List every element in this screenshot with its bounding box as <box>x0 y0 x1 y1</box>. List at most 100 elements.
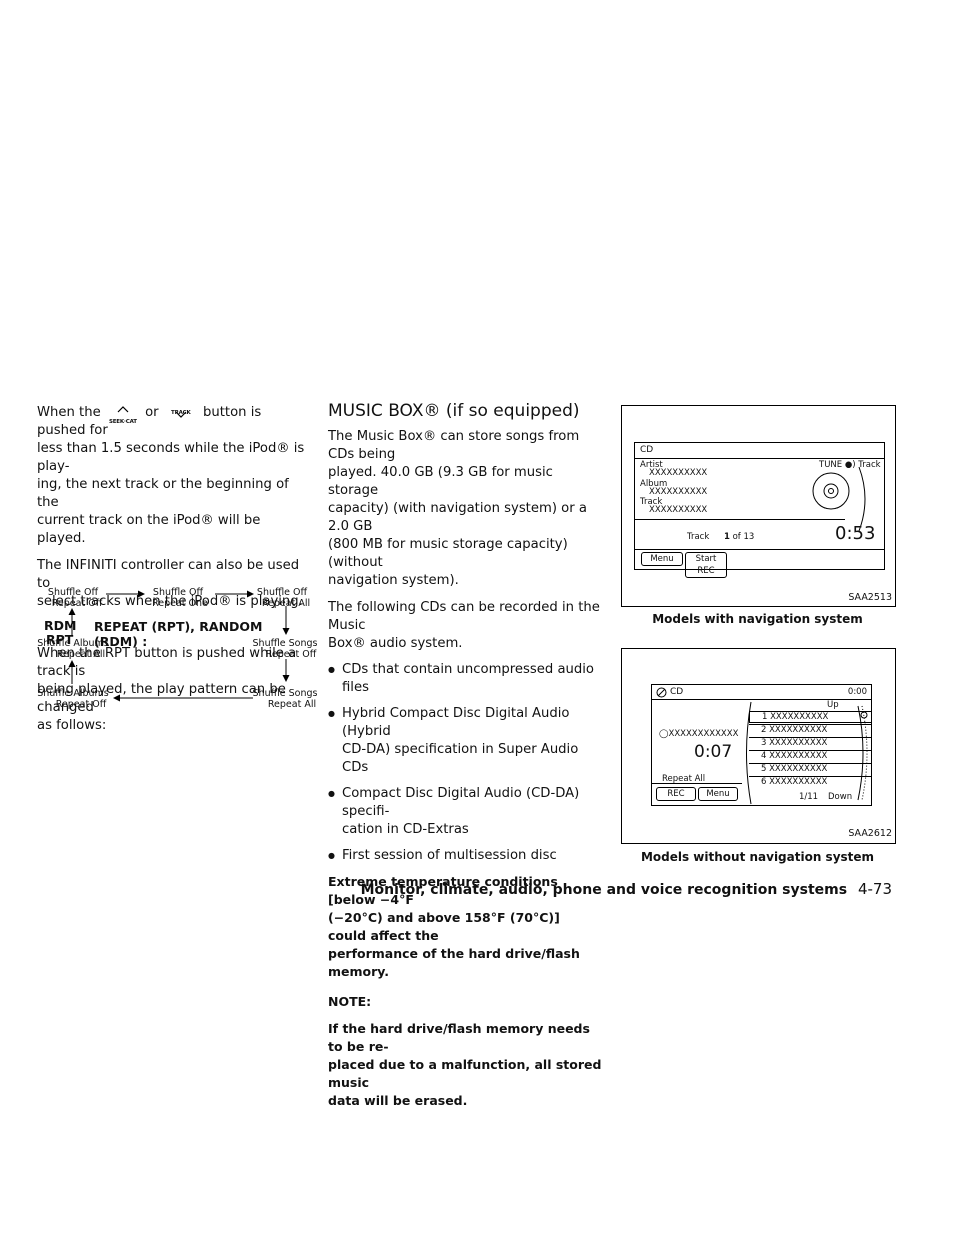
chevron-up-icon <box>117 406 129 413</box>
tune-indicator: TUNE ●) Track <box>819 460 881 470</box>
para-seek-track: When the SEEK·CAT or TRACK button is pus… <box>37 404 308 548</box>
para-text: button is pushed for <box>37 405 262 438</box>
para-controller: The INFINITI controller can also be used… <box>37 557 308 611</box>
list-item[interactable]: 4 XXXXXXXXXX <box>749 750 871 761</box>
divider <box>652 699 871 700</box>
flow-node-line: Shuffle Songs <box>252 688 318 699</box>
list-item-line: Compact Disc Digital Audio (CD-DA) speci… <box>342 786 580 819</box>
track-value: XXXXXXXXXX <box>649 505 708 515</box>
flow-node: Shuffle Albums Repeat Off <box>18 688 128 710</box>
track-list: 1 XXXXXXXXXX 2 XXXXXXXXXX 3 XXXXXXXXXX 4… <box>749 711 871 791</box>
flow-node-line: Repeat All <box>261 598 311 609</box>
para-text: When the <box>37 405 101 420</box>
up-button[interactable]: Up <box>827 700 839 710</box>
list-item-line: CD-DA) specification in Super Audio CDs <box>342 742 579 775</box>
figure-code: SAA2612 <box>848 828 892 839</box>
list-item[interactable]: 2 XXXXXXXXXX <box>749 724 871 735</box>
flow-node-line: Shuffle Songs <box>252 638 318 649</box>
note-line: data will be erased. <box>328 1093 468 1108</box>
flow-node: Shuffle Songs Repeat All <box>230 688 340 710</box>
para-line: ing, the next track or the beginning of … <box>37 477 289 510</box>
col1-text: When the SEEK·CAT or TRACK button is pus… <box>37 404 308 735</box>
list-item: Compact Disc Digital Audio (CD-DA) speci… <box>328 785 602 839</box>
flow-node: Shuffle Off Repeat All <box>227 587 337 609</box>
flow-node: Shuffle Off Repeat Off <box>18 587 128 609</box>
section-heading: MUSIC BOX® (if so equipped) <box>328 401 580 421</box>
warning-text: Extreme temperature conditions [below −4… <box>328 873 602 981</box>
para-line: current track on the iPod® will be playe… <box>37 513 261 546</box>
footer-text: Monitor, climate, audio, phone and voice… <box>360 882 848 898</box>
track-label: Track <box>640 497 663 507</box>
para-text: or <box>145 405 159 420</box>
para-line: select tracks when the iPod® is playing. <box>37 594 303 609</box>
divider <box>635 549 884 550</box>
page-indicator: 1/11 <box>799 792 819 802</box>
list-item[interactable]: 6 XXXXXXXXXX <box>749 776 871 787</box>
album-label: Album <box>640 479 668 489</box>
page-number: 4-73 <box>857 880 892 898</box>
page-footer: Monitor, climate, audio, phone and voice… <box>0 880 892 898</box>
chevron-down-icon <box>175 411 187 418</box>
note-line: If the hard drive/flash memory needs to … <box>328 1021 590 1054</box>
artist-label: Artist <box>640 460 663 470</box>
disc-small-icon <box>656 687 667 698</box>
down-button[interactable]: Down <box>828 792 853 802</box>
subhead: REPEAT (RPT), RANDOM (RDM) : <box>94 619 263 649</box>
screen-title: CD <box>640 445 654 455</box>
flow-node: Shuffle Albums Repeat All <box>18 638 128 660</box>
col2-text: MUSIC BOX® (if so equipped) The Music Bo… <box>328 401 602 1110</box>
flow-node-line: Repeat All <box>267 699 317 710</box>
para-line: The INFINITI controller can also be used… <box>37 558 300 591</box>
para-line: navigation system). <box>328 573 459 588</box>
flow-node-line: Shuffle Off <box>152 587 204 598</box>
screen-title: CD <box>670 687 684 697</box>
menu-button[interactable]: Menu <box>698 787 738 801</box>
para-line: as follows: <box>37 718 107 733</box>
para-line: (800 MB for music storage capacity) (wit… <box>328 537 568 570</box>
figure-caption: Models without navigation system <box>640 850 875 864</box>
divider <box>652 783 742 784</box>
album-text: XXXXXXXXXXXX <box>668 729 739 739</box>
elapsed-time: 0:53 <box>835 523 876 544</box>
para-line: played. 40.0 GB (9.3 GB for music storag… <box>328 465 553 498</box>
track-label: TRACK <box>171 410 191 416</box>
flow-node-line: Repeat Off <box>265 649 317 660</box>
list-item: CDs that contain uncompressed audio file… <box>328 661 602 697</box>
list-item-line: cation in CD-Extras <box>342 822 469 837</box>
para-line: being played, the play pattern can be ch… <box>37 682 286 715</box>
menu-button[interactable]: Menu <box>641 552 683 566</box>
flow-node-line: Repeat Off <box>55 699 107 710</box>
artist-value: XXXXXXXXXX <box>649 468 708 478</box>
disc-small-icon: ◯ <box>659 729 669 739</box>
list-item: First session of multisession disc <box>328 847 602 865</box>
rpt-rdm-subhead: RDM RPT REPEAT (RPT), RANDOM (RDM) : <box>37 619 308 655</box>
list-item[interactable]: 1 XXXXXXXXXX <box>749 711 871 723</box>
rec-button[interactable]: REC <box>656 787 696 801</box>
para-following: The following CDs can be recorded in the… <box>328 599 602 653</box>
tune-label: TUNE <box>819 460 843 470</box>
flow-node-line: Shuffle Albums <box>37 638 109 649</box>
flow-arrows <box>68 590 290 702</box>
rpt-label: RPT <box>46 632 74 647</box>
para-line: The following CDs can be recorded in the… <box>328 600 600 633</box>
list-item[interactable]: 3 XXXXXXXXXX <box>749 737 871 748</box>
album-title: ◯XXXXXXXXXXXX <box>659 729 738 739</box>
list-item[interactable]: 5 XXXXXXXXXX <box>749 763 871 774</box>
repeat-status: Repeat All <box>662 774 706 784</box>
track-button-icon: TRACK <box>163 404 199 420</box>
flow-node-line: Repeat Off <box>51 598 103 609</box>
seek-cat-label: SEEK·CAT <box>108 419 137 425</box>
disc-icon <box>812 472 850 510</box>
tune-track-label: Track <box>858 460 881 470</box>
repeat-flow-diagram: Shuffle Off Repeat Off Shuffle Off Repea… <box>28 584 323 714</box>
flow-node-line: Repeat One <box>152 598 208 609</box>
note-label: NOTE: <box>328 994 372 1009</box>
list-item: Hybrid Compact Disc Digital Audio (Hybri… <box>328 705 602 777</box>
seek-cat-button-icon: SEEK·CAT <box>105 404 141 425</box>
para-line: capacity) (with navigation system) or a … <box>328 501 587 534</box>
flow-node: Shuffle Songs Repeat Off <box>230 638 340 660</box>
elapsed-time: 0:07 <box>694 742 733 762</box>
start-rec-button[interactable]: Start REC <box>685 552 727 578</box>
scrollbar[interactable] <box>854 705 870 801</box>
flow-node: Shuffle Off Repeat One <box>123 587 233 609</box>
